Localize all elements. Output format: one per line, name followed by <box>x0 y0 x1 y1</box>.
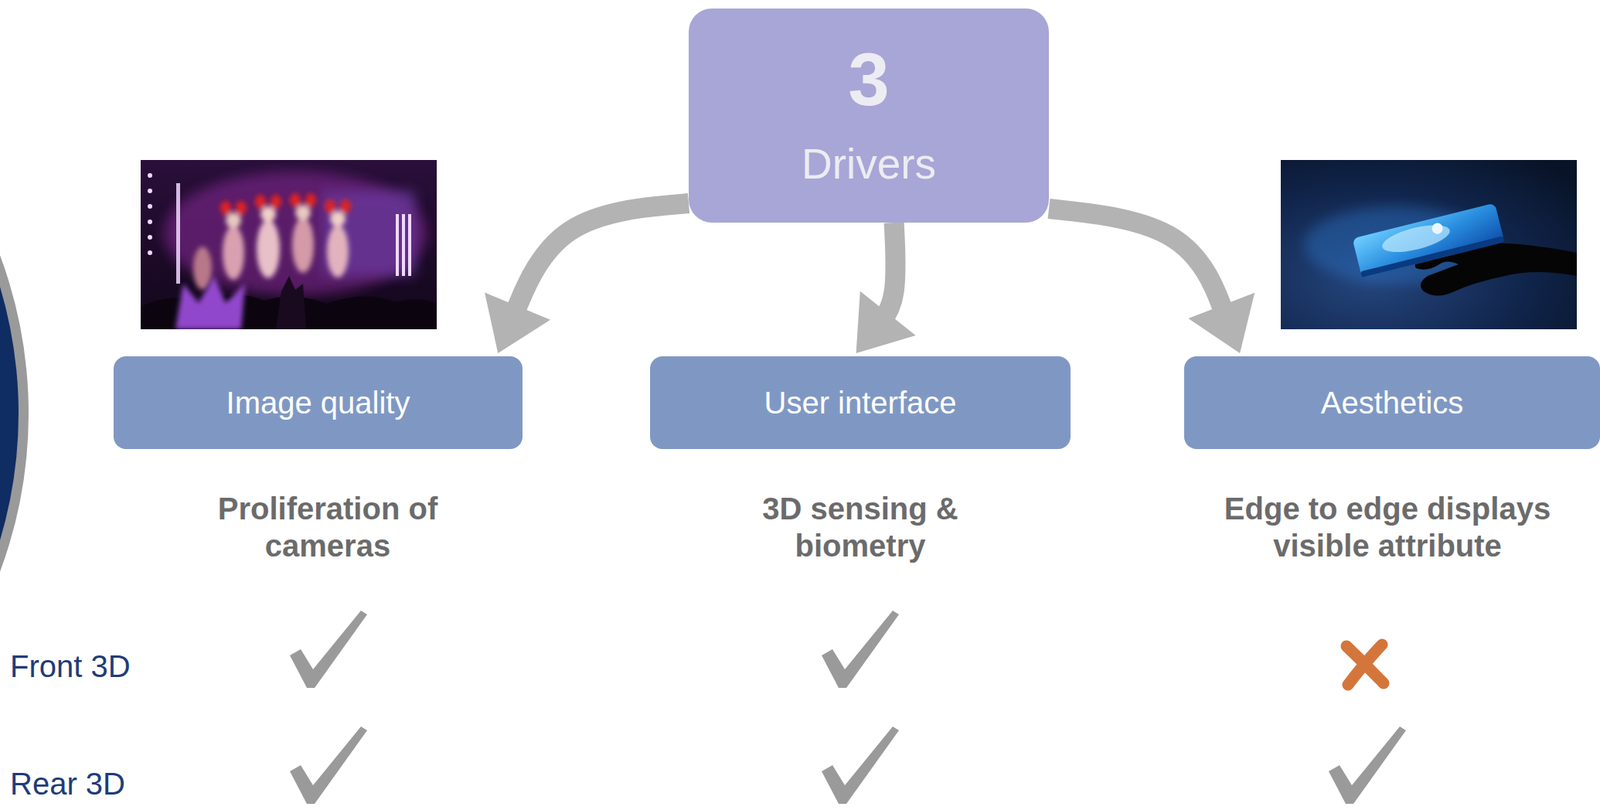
driver-hub: 3Drivers <box>688 8 1049 223</box>
phone-body <box>1351 203 1505 278</box>
cross-mark <box>1346 644 1384 685</box>
phone <box>1351 203 1505 278</box>
box-title: Aesthetics <box>1320 384 1464 422</box>
driver-box: User interface <box>650 356 1071 450</box>
phone-photo <box>1280 160 1577 330</box>
arrow-shaft <box>511 203 689 320</box>
row-label: Rear 3D <box>10 765 126 803</box>
driver-effect: Proliferation of cameras <box>165 490 491 565</box>
box-title: User interface <box>764 384 957 422</box>
check-mark <box>821 610 899 688</box>
check-mark <box>1328 726 1406 804</box>
screen-swirl <box>1379 219 1453 258</box>
photo-ground <box>1280 160 1577 330</box>
connector-arrow <box>1048 208 1255 354</box>
box-subtitle: Drivers <box>801 139 937 189</box>
box-title: 3 <box>847 42 889 117</box>
photo-ground <box>140 160 437 330</box>
check-mark <box>289 610 368 688</box>
raised-hand <box>275 275 307 330</box>
stage-glow <box>163 171 427 296</box>
cross-stroke <box>1348 644 1383 685</box>
row-label: Front 3D <box>10 647 131 685</box>
arrow-head <box>484 292 551 354</box>
concert-photo <box>140 160 437 330</box>
check-mark <box>289 726 368 804</box>
connector-arrow <box>484 203 689 354</box>
performers <box>193 193 351 290</box>
crown-lightstick <box>175 275 246 330</box>
driver-effect: 3D sensing & biometry <box>732 490 988 565</box>
screen-dot <box>1430 221 1444 235</box>
driver-effect: Edge to edge displays visible attribute <box>1182 490 1593 565</box>
box-title: Image quality <box>226 384 411 422</box>
check-marks <box>289 610 1406 804</box>
arrow-head <box>856 291 916 354</box>
stage-lights <box>147 173 412 284</box>
disc-ring <box>0 0 29 810</box>
arrow-shaft <box>1048 208 1227 320</box>
driver-box: Aesthetics <box>1184 356 1600 450</box>
disc-face <box>0 0 19 810</box>
driver-box: Image quality <box>113 356 523 450</box>
arrow-head <box>1188 292 1255 354</box>
check-mark <box>821 726 899 804</box>
connector-arrow <box>856 222 916 354</box>
logo-disc <box>0 0 29 810</box>
